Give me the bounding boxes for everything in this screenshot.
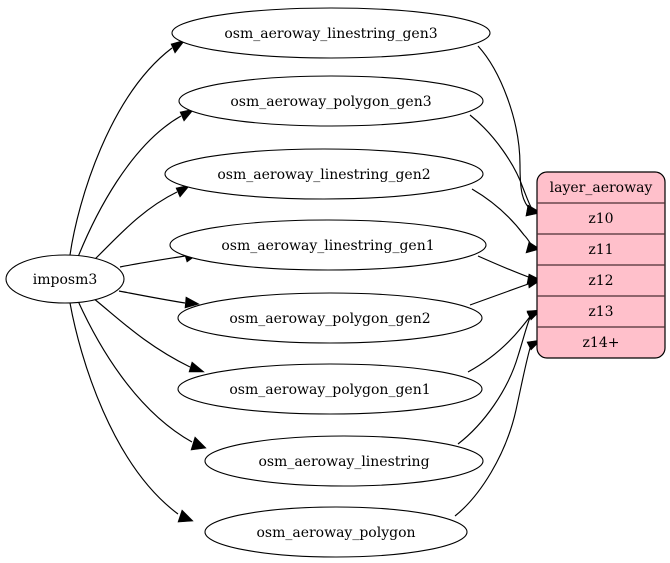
edge-path (477, 255, 532, 279)
arrowhead-icon (190, 436, 207, 451)
edge-path (119, 255, 186, 268)
node-osm_aeroway_polygon_gen3[interactable]: osm_aeroway_polygon_gen3 (178, 75, 484, 127)
edge-path (77, 115, 182, 258)
arrowhead-icon (184, 296, 200, 309)
node-osm_aeroway_polygon[interactable]: osm_aeroway_polygon (204, 506, 468, 558)
node-layer_aeroway[interactable]: layer_aeroway z10 z11 z12 z13 z14+ (536, 171, 666, 359)
edge-osm_aeroway_linestring_gen2-to-z11 (471, 188, 541, 254)
node-label: osm_aeroway_linestring_gen2 (217, 167, 430, 183)
arrowhead-icon (175, 184, 191, 198)
edge-imposm3-to-osm_aeroway_polygon (69, 302, 194, 523)
node-shape[interactable] (164, 148, 484, 200)
edge-osm_aeroway_polygon_gen2-to-z12 (469, 278, 542, 306)
record-row-header: layer_aeroway (550, 180, 653, 196)
record-row-z12[interactable]: z12 (588, 273, 613, 289)
edge-imposm3-to-osm_aeroway_linestring_gen2 (92, 184, 191, 262)
edge-path (469, 114, 533, 210)
record-row-z14plus[interactable]: z14+ (583, 335, 620, 351)
node-shape[interactable] (177, 292, 483, 344)
arrowhead-icon (179, 108, 195, 122)
edge-path (457, 314, 532, 445)
edge-path (118, 290, 186, 304)
edge-group-tables-to-layer (454, 45, 542, 517)
record-row-z10[interactable]: z10 (588, 211, 613, 227)
node-shape[interactable] (177, 363, 483, 415)
edge-imposm3-to-osm_aeroway_linestring_gen3 (69, 39, 186, 256)
node-osm_aeroway_polygon_gen2[interactable]: osm_aeroway_polygon_gen2 (177, 292, 483, 344)
node-label: osm_aeroway_polygon_gen3 (230, 94, 431, 110)
record-row-z11[interactable]: z11 (588, 242, 613, 258)
edge-imposm3-to-osm_aeroway_polygon_gen1 (92, 297, 205, 373)
node-osm_aeroway_linestring_gen2[interactable]: osm_aeroway_linestring_gen2 (164, 148, 484, 200)
node-label: osm_aeroway_polygon_gen1 (229, 382, 430, 398)
node-osm_aeroway_linestring_gen3[interactable]: osm_aeroway_linestring_gen3 (171, 7, 491, 59)
node-shape[interactable] (169, 219, 487, 271)
node-osm_aeroway_polygon_gen1[interactable]: osm_aeroway_polygon_gen1 (177, 363, 483, 415)
node-osm_aeroway_linestring_gen1[interactable]: osm_aeroway_linestring_gen1 (169, 219, 487, 271)
edge-path (92, 297, 191, 368)
edge-imposm3-to-osm_aeroway_polygon_gen3 (77, 108, 195, 258)
node-label: osm_aeroway_linestring_gen3 (224, 26, 437, 42)
edge-osm_aeroway_polygon_gen3-to-z10 (469, 114, 541, 217)
arrowhead-icon (525, 241, 541, 254)
edge-imposm3-to-osm_aeroway_polygon_gen2 (118, 290, 200, 309)
edge-path (469, 282, 532, 306)
arrowhead-icon (525, 204, 541, 217)
node-label: imposm3 (33, 272, 98, 288)
edge-imposm3-to-osm_aeroway_linestring (77, 300, 207, 451)
edge-path (69, 47, 173, 256)
edge-path (69, 302, 179, 515)
edge-path (92, 191, 178, 262)
node-label: osm_aeroway_linestring_gen1 (221, 238, 434, 254)
record-row-z13[interactable]: z13 (588, 304, 613, 320)
arrowhead-icon (188, 361, 205, 373)
node-label: osm_aeroway_polygon (256, 525, 415, 541)
arrowhead-icon (170, 39, 186, 54)
node-shape[interactable] (171, 7, 491, 59)
edge-path (467, 313, 533, 373)
node-shape[interactable] (5, 254, 125, 304)
node-shape[interactable] (178, 75, 484, 127)
node-imposm3[interactable]: imposm3 (5, 254, 125, 304)
edge-path (77, 300, 193, 443)
edge-osm_aeroway_linestring-to-z13 (457, 309, 542, 445)
node-shape[interactable] (204, 506, 468, 558)
edge-path (454, 344, 532, 517)
edge-path (477, 45, 532, 211)
arrowhead-icon (177, 509, 194, 523)
node-label: osm_aeroway_linestring (258, 454, 429, 470)
node-label: osm_aeroway_polygon_gen2 (229, 311, 430, 327)
node-shape[interactable] (204, 435, 484, 487)
edge-osm_aeroway_polygon-to-z14plus (454, 339, 542, 517)
node-osm_aeroway_linestring[interactable]: osm_aeroway_linestring (204, 435, 484, 487)
